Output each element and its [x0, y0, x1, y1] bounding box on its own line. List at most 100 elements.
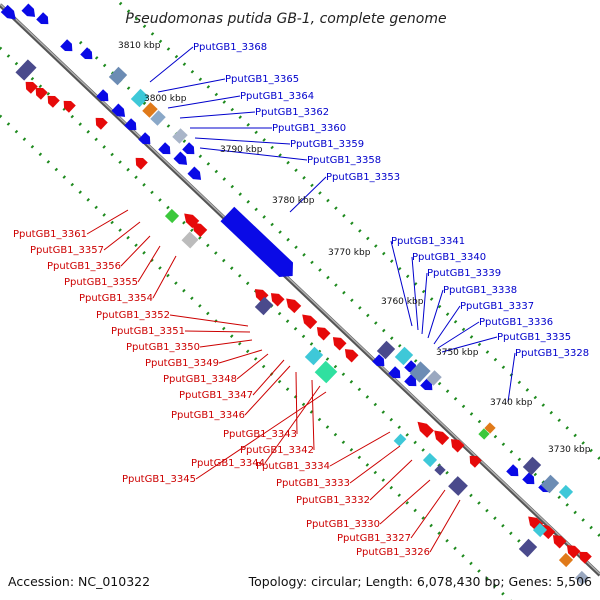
gene-block-22: [522, 456, 542, 476]
forward-leader-3: [167, 95, 241, 109]
reverse-gene-label-10: PputGB1_3348: [163, 374, 237, 385]
forward-gene-arrow-18: [506, 464, 519, 477]
forward-leader-16: [507, 352, 516, 403]
forward-gene-label-12: PputGB1_3338: [443, 285, 517, 296]
accession-text: Accession: NC_010322: [8, 574, 150, 589]
forward-gene-arrow-2: [21, 3, 36, 17]
kbp-tick-label-6: 3760 kbp: [381, 297, 424, 307]
reverse-gene-label-9: PputGB1_3349: [145, 358, 219, 369]
gene-block-8: [181, 231, 199, 249]
reverse-gene-label-16: PputGB1_3345: [122, 474, 196, 485]
forward-leader-10: [411, 256, 419, 331]
gene-block-3: [130, 88, 150, 108]
forward-gene-large-arrow: [220, 206, 293, 278]
forward-gene-arrow-4: [60, 39, 73, 52]
forward-leader-1: [149, 46, 194, 83]
reverse-gene-label-20: PputGB1_3330: [306, 519, 380, 530]
gene-block-14: [409, 361, 431, 383]
reverse-leader-2: [103, 221, 141, 251]
reverse-gene-label-18: PputGB1_3333: [276, 478, 350, 489]
forward-leader-13: [433, 305, 461, 345]
map-title: Pseudomonas putida GB-1, complete genome: [125, 11, 446, 27]
forward-gene-label-11: PputGB1_3339: [427, 268, 501, 279]
reverse-gene-arrow-14: [332, 337, 347, 351]
forward-gene-arrow-1: [0, 4, 16, 20]
forward-gene-arrow-12: [187, 166, 202, 180]
forward-gene-arrow-10: [158, 142, 171, 155]
reverse-leader-17: [329, 431, 391, 467]
reverse-gene-label-11: PputGB1_3347: [179, 390, 253, 401]
reverse-leader-3: [120, 235, 151, 267]
kbp-tick-label-5: 3770 kbp: [328, 248, 371, 258]
reverse-gene-label-1: PputGB1_3361: [13, 229, 87, 240]
reverse-leader-9: [218, 349, 263, 364]
forward-gene-arrow-3: [36, 12, 49, 25]
forward-gene-arrow-11: [173, 151, 188, 165]
gene-block-6: [172, 128, 188, 144]
kbp-tick-label-3: 3790 kbp: [220, 145, 263, 155]
reverse-leader-12: [244, 365, 291, 416]
forward-leader-8: [289, 176, 327, 213]
forward-gene-arrow-13: [182, 142, 195, 155]
gene-block-5: [150, 110, 166, 126]
reverse-gene-arrow-13: [316, 327, 331, 341]
reverse-gene-arrow-17: [434, 430, 450, 446]
gene-block-18: [393, 433, 407, 447]
gene-block-9: [254, 296, 274, 316]
forward-leader-14: [437, 321, 480, 349]
gene-block-19: [422, 452, 438, 468]
reverse-gene-label-22: PputGB1_3326: [356, 547, 430, 558]
reverse-leader-22: [429, 499, 461, 553]
gene-block-16: [484, 422, 496, 434]
reverse-gene-arrow-9: [254, 289, 269, 303]
forward-leader-4: [179, 111, 256, 119]
gene-features: [0, 3, 592, 586]
reverse-leader-13: [295, 371, 298, 435]
forward-gene-label-1: PputGB1_3368: [193, 42, 267, 53]
forward-gene-label-4: PputGB1_3362: [255, 107, 329, 118]
reverse-gene-label-6: PputGB1_3352: [96, 310, 170, 321]
reverse-gene-arrow-4: [63, 100, 76, 113]
label-leader-lines: [86, 46, 516, 553]
gene-labels: PputGB1_3368PputGB1_3365PputGB1_3364Pput…: [13, 42, 589, 558]
gene-block-24: [558, 484, 574, 500]
reverse-gene-arrow-6: [135, 157, 148, 170]
reverse-leader-21: [410, 489, 446, 539]
reverse-gene-arrow-3: [47, 95, 60, 108]
reverse-leader-20: [379, 479, 431, 525]
reverse-gene-arrow-16: [417, 421, 434, 438]
reverse-leader-14: [311, 379, 315, 451]
gene-block-21: [448, 476, 468, 496]
reverse-gene-arrow-1: [25, 81, 38, 94]
reverse-gene-label-2: PputGB1_3357: [30, 245, 104, 256]
gene-block-28: [574, 570, 590, 586]
gene-block-17: [478, 428, 490, 440]
forward-gene-arrow-5: [80, 47, 93, 60]
forward-gene-arrow-19: [522, 472, 535, 485]
dot-track-4: [0, 113, 512, 600]
reverse-leader-15: [264, 385, 321, 464]
forward-gene-label-9: PputGB1_3341: [391, 236, 465, 247]
reverse-leader-4: [137, 245, 161, 283]
reverse-leader-19: [369, 459, 413, 501]
kbp-tick-label-1: 3810 kbp: [118, 41, 161, 51]
reverse-gene-arrow-2: [35, 87, 48, 100]
gene-block-25: [518, 538, 538, 558]
reverse-leader-16: [195, 391, 327, 480]
reverse-leader-7: [184, 330, 251, 333]
forward-gene-label-2: PputGB1_3365: [225, 74, 299, 85]
reverse-gene-label-3: PputGB1_3356: [47, 261, 121, 272]
forward-gene-label-16: PputGB1_3328: [515, 348, 589, 359]
gene-block-7: [164, 208, 180, 224]
reverse-gene-label-14: PputGB1_3342: [240, 445, 314, 456]
forward-gene-label-14: PputGB1_3336: [479, 317, 553, 328]
kbp-tick-label-4: 3780 kbp: [272, 196, 315, 206]
reverse-leader-11: [252, 359, 285, 396]
reverse-leader-1: [86, 209, 129, 235]
reverse-leader-6: [169, 314, 249, 327]
gene-block-13: [394, 346, 414, 366]
reverse-gene-arrow-10: [270, 293, 285, 307]
